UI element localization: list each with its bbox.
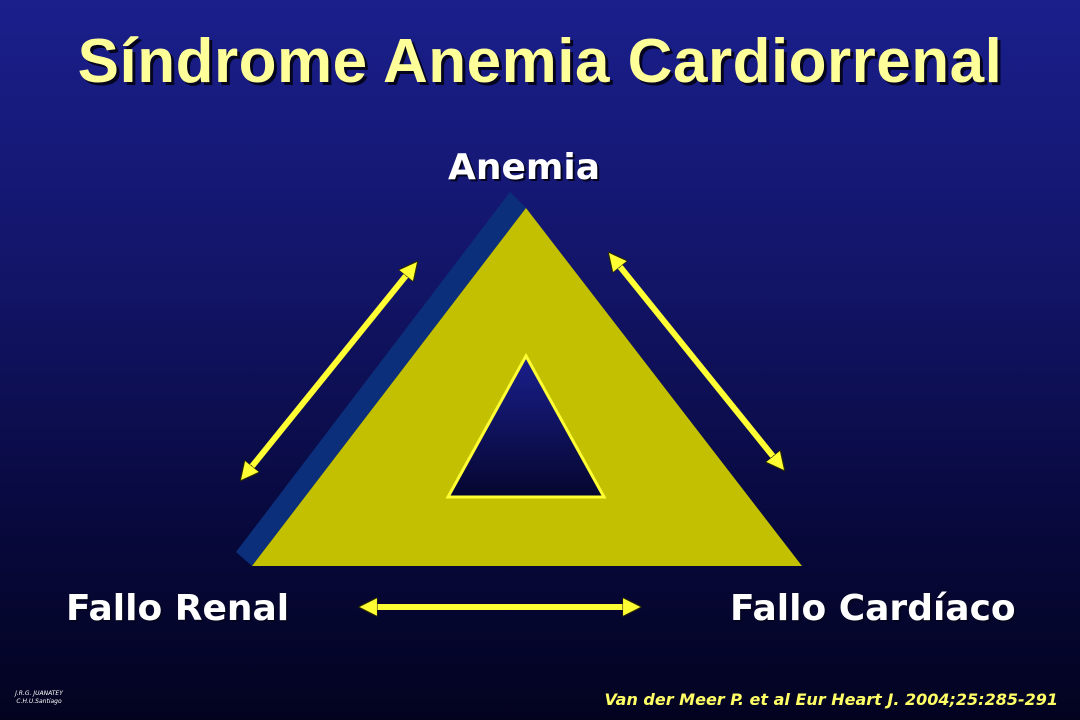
- arrow-anemia-cardiac: [613, 258, 780, 465]
- author-credit: J.R.G. JUANATEY C.H.U.Santiago: [4, 690, 74, 706]
- node-fallo-cardiaco: Fallo Cardíaco: [730, 588, 1016, 629]
- node-fallo-renal: Fallo Renal: [66, 588, 290, 629]
- citation: Van der Meer P. et al Eur Heart J. 2004;…: [604, 690, 1058, 709]
- author-name: J.R.G. JUANATEY: [15, 690, 63, 697]
- slide-title: Síndrome Anemia Cardiorrenal: [77, 27, 1003, 96]
- author-institution: C.H.U.Santiago: [16, 698, 62, 705]
- triangle-hole: [445, 352, 607, 499]
- arrow-renal-anemia: [245, 267, 413, 475]
- node-anemia: Anemia: [447, 147, 601, 188]
